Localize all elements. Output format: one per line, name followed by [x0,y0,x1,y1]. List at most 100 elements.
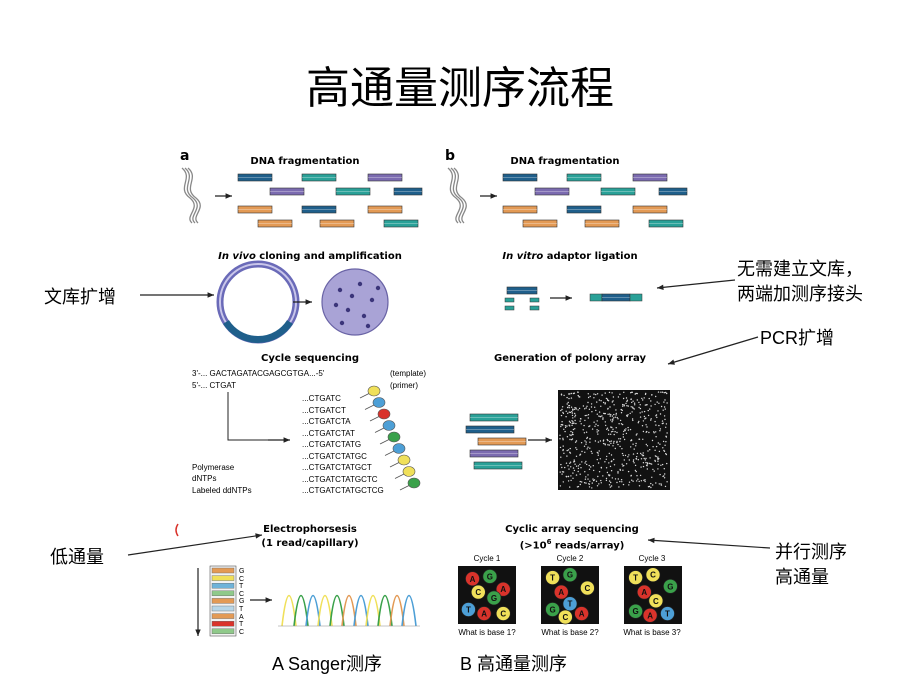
polony-spot [617,471,619,473]
polony-spot [622,433,624,435]
polony-spot [610,442,612,445]
base-letter: G [549,606,555,615]
polony-spot [566,425,568,427]
polony-spot [622,454,624,457]
polony-spot [663,477,666,479]
gel-band [211,628,235,634]
polony-spot [658,424,660,427]
polony-spot [624,454,627,457]
polony-spot [593,421,595,423]
polony-spot [658,402,660,404]
polony-spot [602,439,605,441]
polony-spot [588,486,591,488]
polony-spot [627,426,629,429]
polony-spot [587,401,589,404]
polony-spot [574,407,576,409]
polony-spot [565,410,567,412]
polony-spot [562,445,564,447]
polony-spot [577,409,579,411]
polony-spot [658,483,660,485]
base-letter: G [667,582,673,591]
polony-spot [564,466,566,469]
polony-spot [596,401,598,403]
polony-spot [666,392,668,395]
polony-spot [566,406,569,409]
polony-spot [628,481,631,483]
adaptor [504,297,515,303]
base-cluster [545,570,560,585]
base-letter: C [500,610,506,619]
polony-spot [620,412,623,414]
dna-fragmentation-a-title: DNA fragmentation [250,156,360,167]
base-letter: A [641,588,647,597]
polony-spot [606,438,608,441]
polony-spot [613,458,615,461]
gel-band [211,583,235,589]
polony-spot [591,487,593,489]
polony-spot [666,481,668,483]
polony-spot [598,415,600,417]
polony-spot [618,423,620,425]
polony-spot [664,473,666,475]
polony-spot [608,413,611,415]
polony-spot [561,423,563,426]
polony-spot [575,422,577,425]
polony-spot [631,391,633,393]
polony-spot [585,431,588,433]
polony-spot [633,408,635,410]
base-cluster [636,584,652,600]
polony-spot [647,450,649,452]
ddntp-label [402,466,416,477]
polony-spot [619,445,621,448]
polony-spot [574,416,576,418]
polony-spot [657,463,659,465]
polony-spot [622,403,624,406]
polony-spot [655,482,657,484]
polony-spot [653,432,655,434]
polony-spot [566,403,568,405]
adaptor [529,305,540,311]
polony-spot [597,475,599,478]
polony-spot [564,430,566,433]
polony-spot [584,419,586,422]
polony-spot [582,405,585,407]
polony-spot [620,479,623,481]
polony-spot [663,401,665,403]
polony-spot [606,455,608,458]
polony-spot [598,483,600,485]
polony-spot [567,449,570,451]
polony-spot [598,450,600,452]
base-letter: A [500,585,506,594]
reagent-ddntps: Labeled ddNTPs [192,486,252,495]
polony-spot [588,464,590,467]
polony-spot [591,411,593,413]
polony-spot [587,393,589,395]
polony-spot [634,469,637,472]
polony-spot [657,468,659,470]
polony-spot [608,444,610,446]
polony-spot [627,414,629,416]
polony-spot [623,459,625,461]
polony-spot [566,436,569,438]
polony-spot [587,396,590,399]
polony-spot [597,433,599,435]
polony-spot [562,481,564,483]
base-cluster [553,584,569,600]
polony-spot [617,472,619,474]
polony-spot [607,399,609,401]
polony-spot [597,441,600,443]
polony-spot [592,465,594,467]
base-cluster [470,584,486,600]
polony-spot [611,460,613,462]
polony-spot [610,433,612,435]
polony-spot [631,411,633,413]
polony-spot [571,411,573,413]
ddntp-label [382,420,396,431]
extension-product: ...CTGATC [302,394,341,403]
template-sequence: 3'-... GACTAGATACGAGCGTGA...-5' [192,369,325,378]
polony-spot [619,480,621,483]
polony-spot [584,440,586,442]
polony-spot [617,418,619,420]
base-letter: C [585,584,591,593]
